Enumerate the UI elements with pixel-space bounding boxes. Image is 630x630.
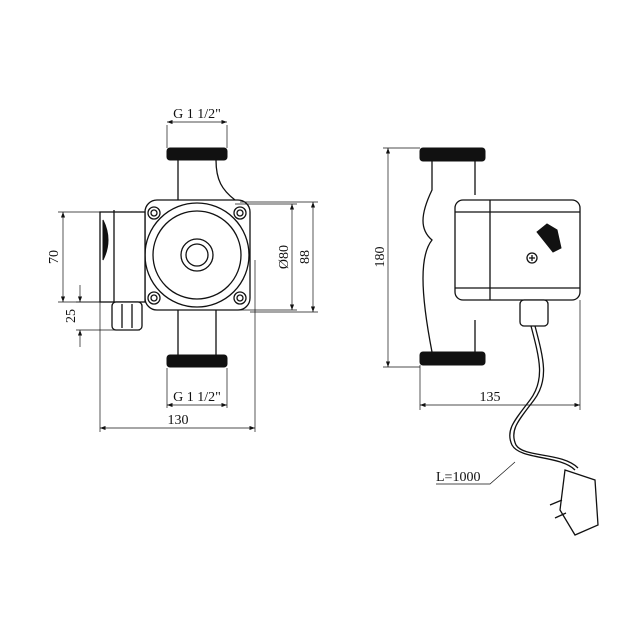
side-terminal-box [519,299,549,327]
height-25-label: 25 [64,309,79,323]
top-flange-thread [166,147,228,161]
thread-top-label: G 1 1/2" [173,107,221,122]
pump-front-view: G 1 1/2" G 1 1/2" 130 70 25 Ø80 88 [47,107,318,432]
bolt-holes [147,206,247,305]
height-180-label: 180 [373,247,388,268]
side-body-outline [422,161,476,353]
side-bottom-flange [419,351,486,366]
power-cable [509,325,576,471]
motor-housing [454,199,581,301]
thread-bottom-label: G 1 1/2" [173,390,221,405]
bottom-flange-thread [166,354,228,368]
pump-side-view: 180 135 L=1000 [373,147,599,536]
terminal-box [111,301,143,331]
bottom-neck [177,310,217,355]
motor-side [99,211,146,303]
screw-icon [526,252,538,264]
power-plug [559,469,599,536]
depth-135-label: 135 [480,390,501,405]
diameter-80-label: Ø80 [277,245,292,269]
pump-housing [144,199,251,311]
speed-knob [536,223,562,253]
width-130-label: 130 [168,413,189,428]
cable-leader-line [436,461,516,485]
height-88-label: 88 [298,250,313,264]
shaft-circle [180,238,214,272]
side-top-flange [419,147,486,162]
height-70-label: 70 [47,250,62,264]
knob-side [102,219,109,261]
top-neck [177,159,236,201]
cable-length-label: L=1000 [436,470,480,485]
